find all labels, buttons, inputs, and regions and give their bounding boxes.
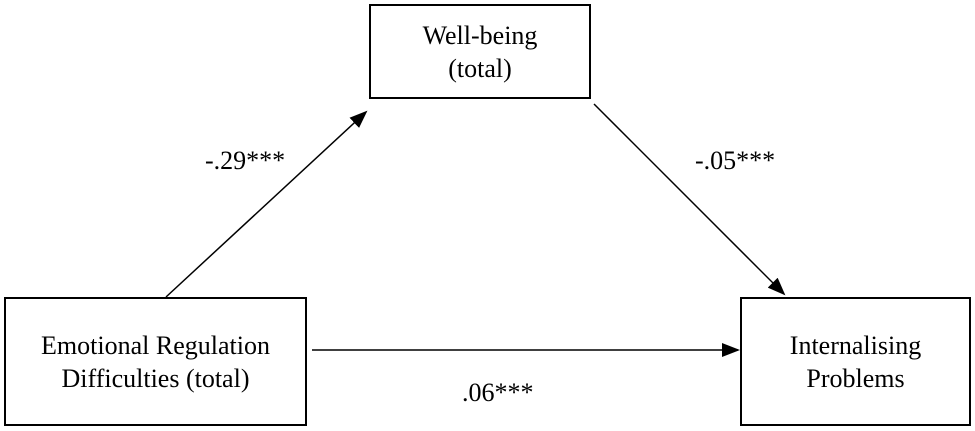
mediator-node-well-being: Well-being (total) <box>369 4 591 99</box>
predictor-label-line-2: Difficulties (total) <box>61 363 250 393</box>
mediator-label-line-2: (total) <box>448 53 512 83</box>
path-a-coefficient: -.29*** <box>205 146 286 175</box>
path-c-coefficient: .06*** <box>462 378 534 407</box>
path-b-coefficient: -.05*** <box>695 146 776 175</box>
outcome-label-line-2: Problems <box>806 363 905 393</box>
outcome-label-line-1: Internalising <box>789 330 922 360</box>
predictor-label-line-1: Emotional Regulation <box>41 330 270 360</box>
mediator-label-line-1: Well-being <box>422 20 538 50</box>
arrow-a-predictor-to-mediator <box>165 110 368 298</box>
arrow-b-mediator-to-outcome <box>593 103 786 296</box>
outcome-node-internalising-problems: Internalising Problems <box>740 297 971 426</box>
predictor-node-emotional-regulation: Emotional Regulation Difficulties (total… <box>4 297 307 426</box>
